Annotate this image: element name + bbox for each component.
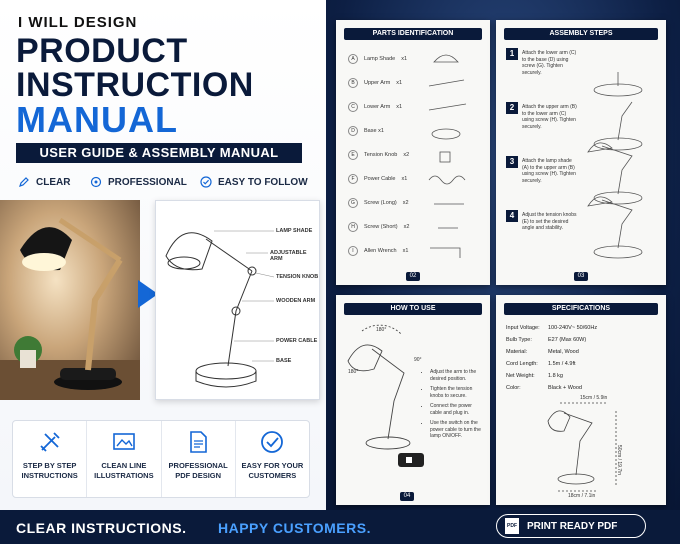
feature-label: STEP BY STEP INSTRUCTIONS (21, 461, 78, 480)
page-title: HOW TO USE (344, 303, 482, 315)
pencil-icon (19, 177, 29, 187)
feature-label: CLEAN LINE ILLUSTRATIONS (94, 461, 154, 480)
feature-clear: CLEAR (18, 176, 70, 188)
how-to-item: Connect the power cable and plug in. (430, 403, 484, 416)
feature-professional-pdf: PROFESSIONAL PDF DESIGN (162, 421, 236, 497)
print-ready-badge: PDF PRINT READY PDF (496, 514, 646, 538)
feature-step-by-step: STEP BY STEP INSTRUCTIONS (13, 421, 88, 497)
spec-row: Cord Length:1.5m / 4.9ft (506, 361, 576, 367)
target-icon (90, 176, 102, 188)
how-to-illustration (347, 324, 411, 450)
lamp-photo (0, 200, 140, 400)
feature-easy-customers: EASY FOR YOUR CUSTOMERS (236, 421, 309, 497)
diagram-label: POWER CABLE (276, 338, 318, 344)
page-how-to-use: HOW TO USE 180° 90° 180° Adjust the arm … (336, 295, 490, 505)
feature-label: CLEAR (36, 176, 71, 188)
feature-professional: PROFESSIONAL (90, 176, 187, 188)
title-line-2: INSTRUCTION (16, 66, 254, 104)
feature-label: PROFESSIONAL PDF DESIGN (168, 461, 228, 480)
dimension-label: 15cm / 5.9in (580, 395, 608, 401)
angle-label: 90° (414, 357, 422, 363)
spec-row: Color:Black + Wood (506, 385, 582, 391)
feature-clean-line: CLEAN LINE ILLUSTRATIONS (87, 421, 162, 497)
print-ready-label: PRINT READY PDF (527, 520, 618, 532)
page-specifications: SPECIFICATIONS Input Voltage:100-240V~ 5… (496, 295, 666, 505)
angle-label: 180° (376, 327, 387, 333)
title-line-1: PRODUCT (16, 32, 188, 70)
arrow-icon (138, 280, 158, 308)
angle-label: 180° (348, 369, 359, 375)
spec-row: Bulb Type:E27 (Max 60W) (506, 337, 587, 343)
feature-label: PROFESSIONAL (108, 176, 187, 188)
footer-text-2: HAPPY CUSTOMERS. (218, 520, 371, 536)
how-to-list: Adjust the arm to the desired position. … (424, 369, 484, 440)
how-to-item: Adjust the arm to the desired position. (430, 369, 484, 382)
image-edit-icon (113, 433, 135, 450)
check-circle-icon (261, 431, 284, 453)
subtitle-banner: USER GUIDE & ASSEMBLY MANUAL (16, 143, 302, 163)
page-title: PARTS IDENTIFICATION (344, 28, 482, 40)
how-to-item: Use the switch on the power cable to tur… (430, 420, 484, 440)
page-number: 03 (574, 272, 588, 281)
check-circle-icon (200, 176, 212, 188)
feature-label: EASY FOR YOUR CUSTOMERS (241, 461, 304, 480)
page-title: SPECIFICATIONS (504, 303, 658, 315)
page-title: ASSEMBLY STEPS (504, 28, 658, 40)
diagram-label: WOODEN ARM (276, 298, 316, 304)
kicker-text: I WILL DESIGN (18, 14, 138, 31)
how-to-item: Tighten the tension knobs to secure. (430, 386, 484, 399)
left-panel: I WILL DESIGN PRODUCT INSTRUCTION MANUAL… (0, 0, 330, 510)
tools-icon (39, 432, 60, 452)
document-icon (190, 431, 207, 453)
page-number: 04 (400, 492, 414, 501)
feature-easy: EASY TO FOLLOW (200, 176, 308, 188)
diagram-label: LAMP SHADE (276, 228, 313, 234)
spec-illustration (547, 402, 617, 492)
spec-row: Material:Metal, Wood (506, 349, 579, 355)
feature-label: EASY TO FOLLOW (218, 176, 308, 188)
diagram-label: TENSION KNOB (276, 274, 319, 280)
switch-icon (398, 453, 424, 467)
diagram-label: ADJUSTABLE ARM (270, 250, 307, 262)
diagram-label: BASE (276, 358, 292, 364)
dimension-label: 50cm / 19.7in (616, 445, 622, 476)
feature-grid: STEP BY STEP INSTRUCTIONS CLEAN LINE ILL… (12, 420, 310, 498)
footer-text-1: CLEAR INSTRUCTIONS. (16, 520, 187, 536)
assembly-illustrations (587, 72, 643, 259)
spec-row: Net Weight:1.8 kg (506, 373, 563, 379)
pdf-icon: PDF (505, 518, 519, 534)
page-number: 02 (406, 272, 420, 281)
lamp-line-diagram: LAMP SHADE ADJUSTABLE ARM TENSION KNOB W… (155, 200, 320, 400)
title-line-3: MANUAL (16, 99, 178, 140)
dimension-label: 18cm / 7.1in (568, 493, 596, 499)
parts-illustrations (428, 54, 467, 258)
spec-row: Input Voltage:100-240V~ 50/60Hz (506, 325, 598, 331)
